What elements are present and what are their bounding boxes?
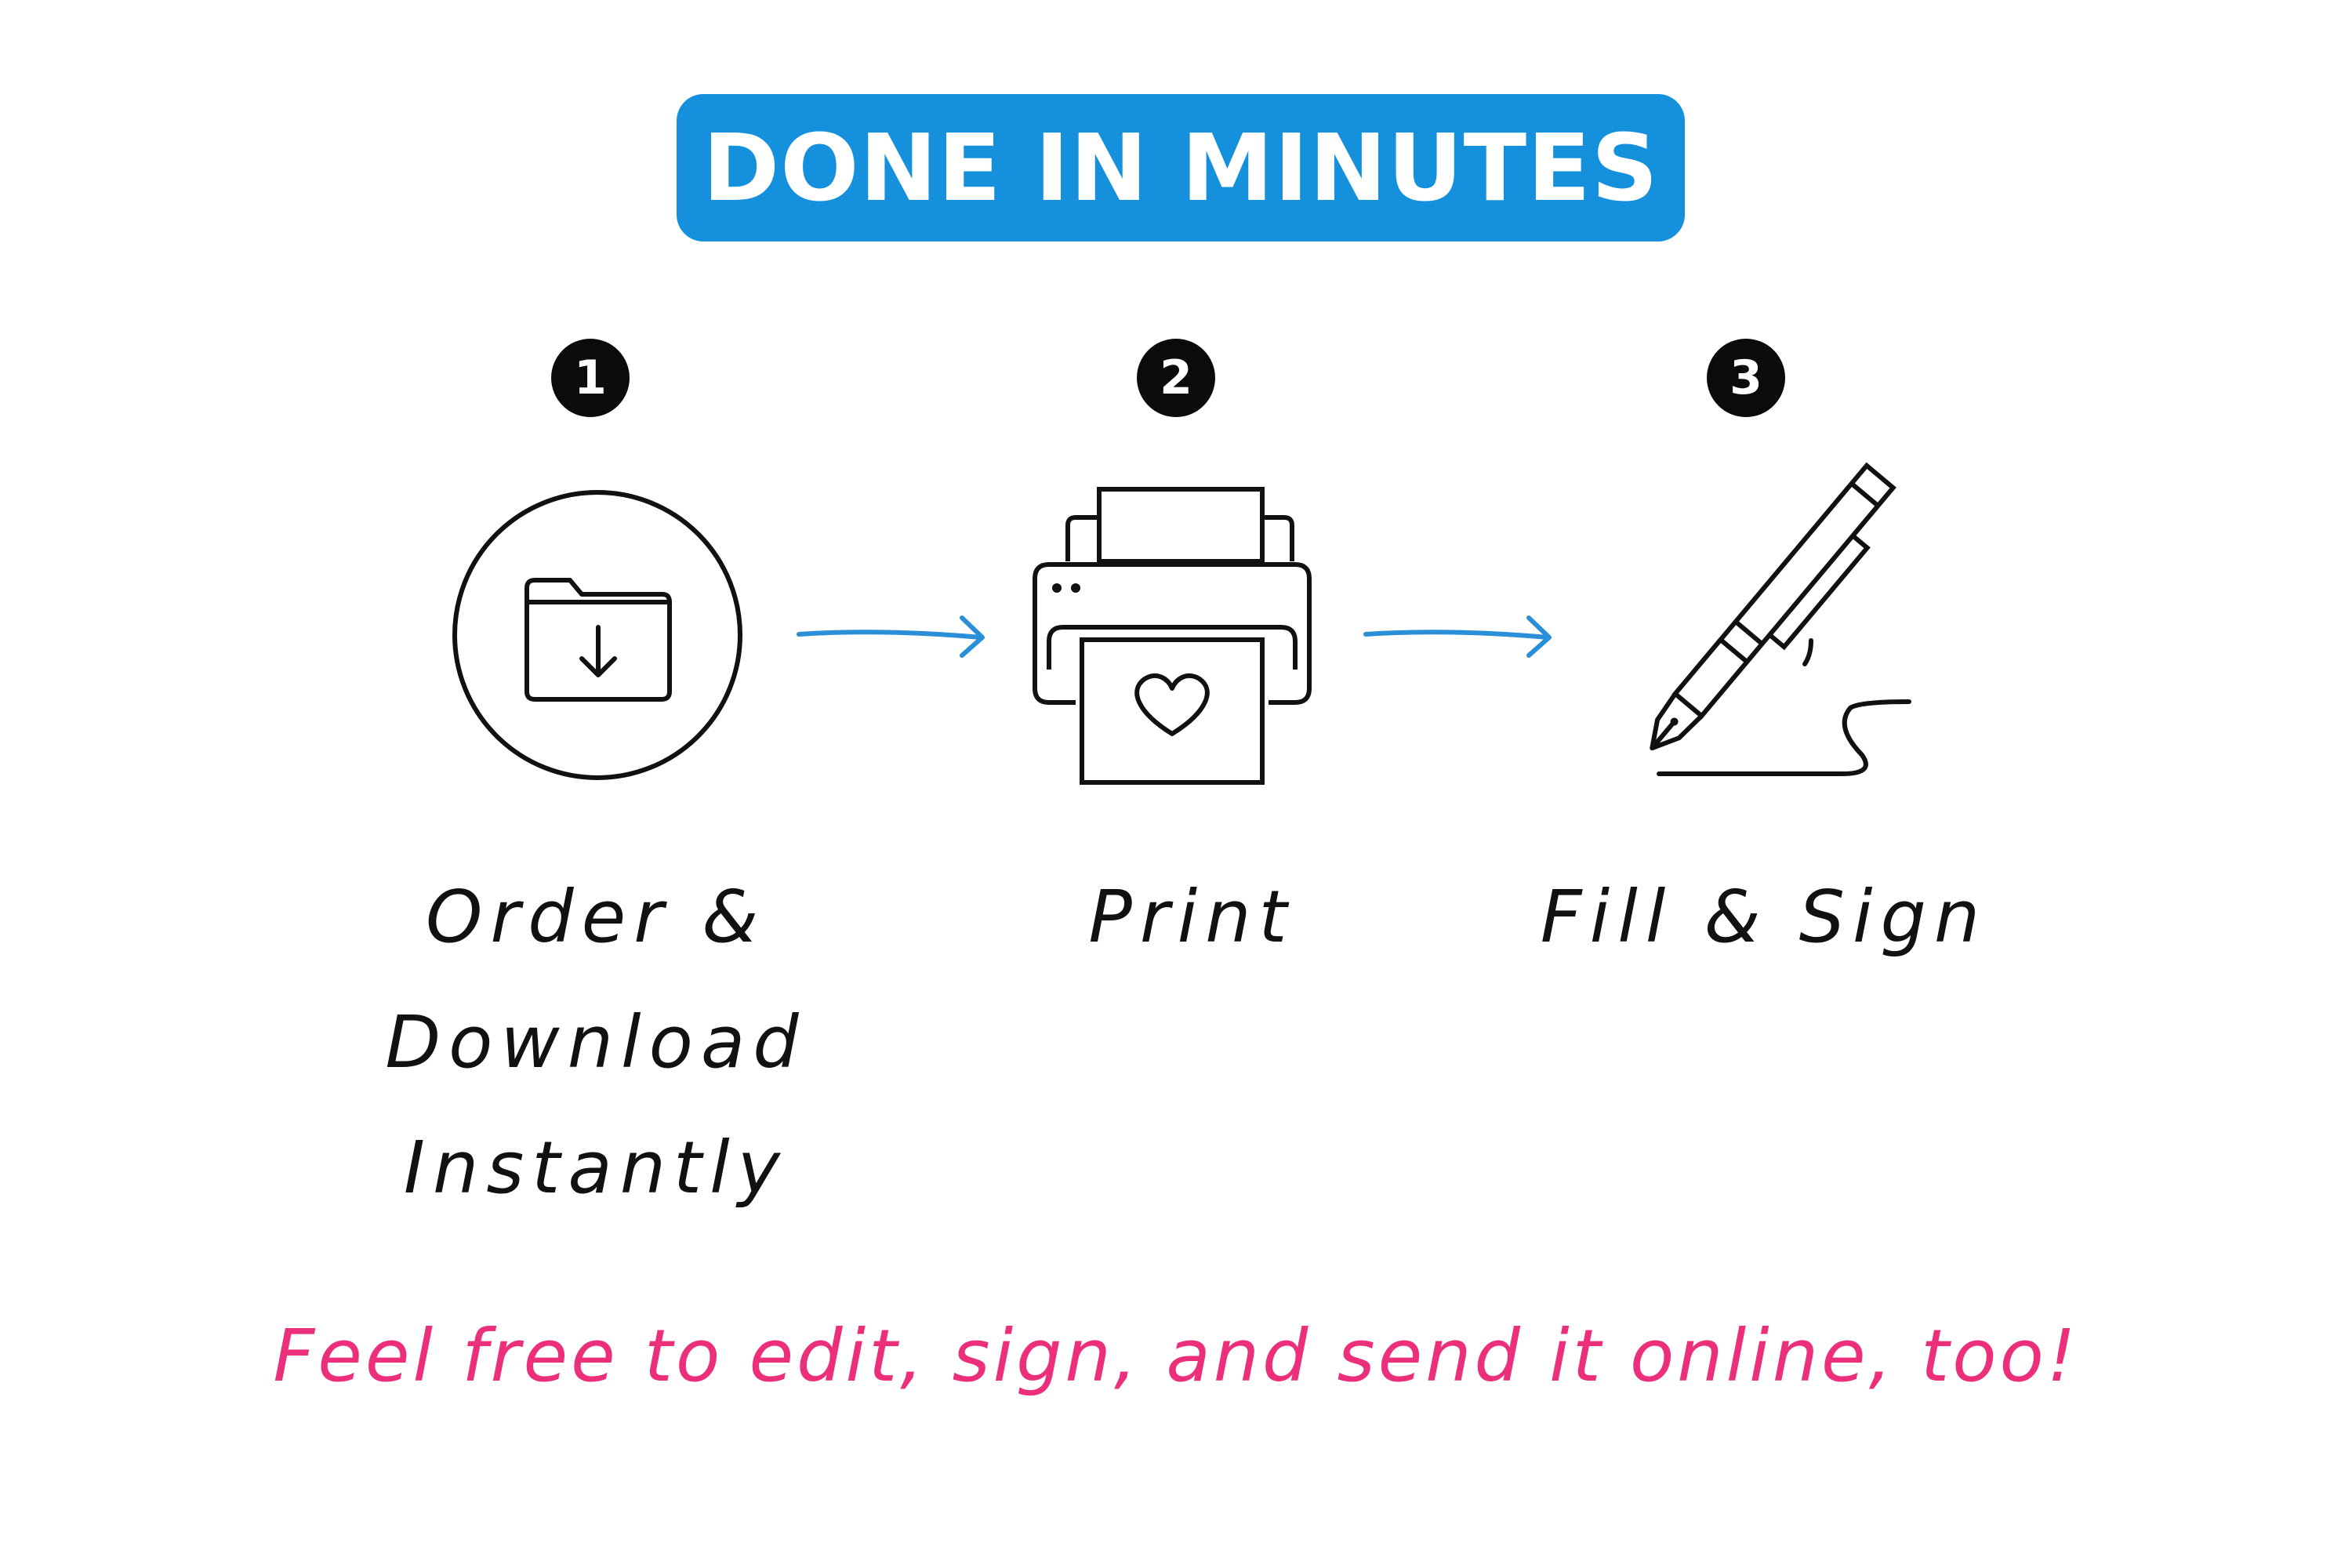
step-label-print: Print: [1088, 875, 1295, 959]
folder-download-icon: [452, 490, 742, 780]
step-number-3: 3: [1707, 339, 1785, 417]
arrow-right-icon: [1363, 615, 1552, 658]
fountain-pen-signature-icon: [1650, 462, 1911, 776]
arrow-right-icon: [797, 615, 985, 658]
step-label-fill-sign: Fill & Sign: [1540, 875, 1988, 959]
footer-note: Feel free to edit, sign, and send it onl…: [273, 1314, 2079, 1398]
step-number-1: 1: [551, 339, 630, 417]
step-number-2: 2: [1137, 339, 1215, 417]
title-badge: DONE IN MINUTES: [677, 94, 1685, 241]
printer-heart-icon: [1033, 487, 1312, 785]
step-label-order-download: Order & Download Instantly: [385, 875, 807, 1210]
page-title: DONE IN MINUTES: [702, 114, 1659, 222]
